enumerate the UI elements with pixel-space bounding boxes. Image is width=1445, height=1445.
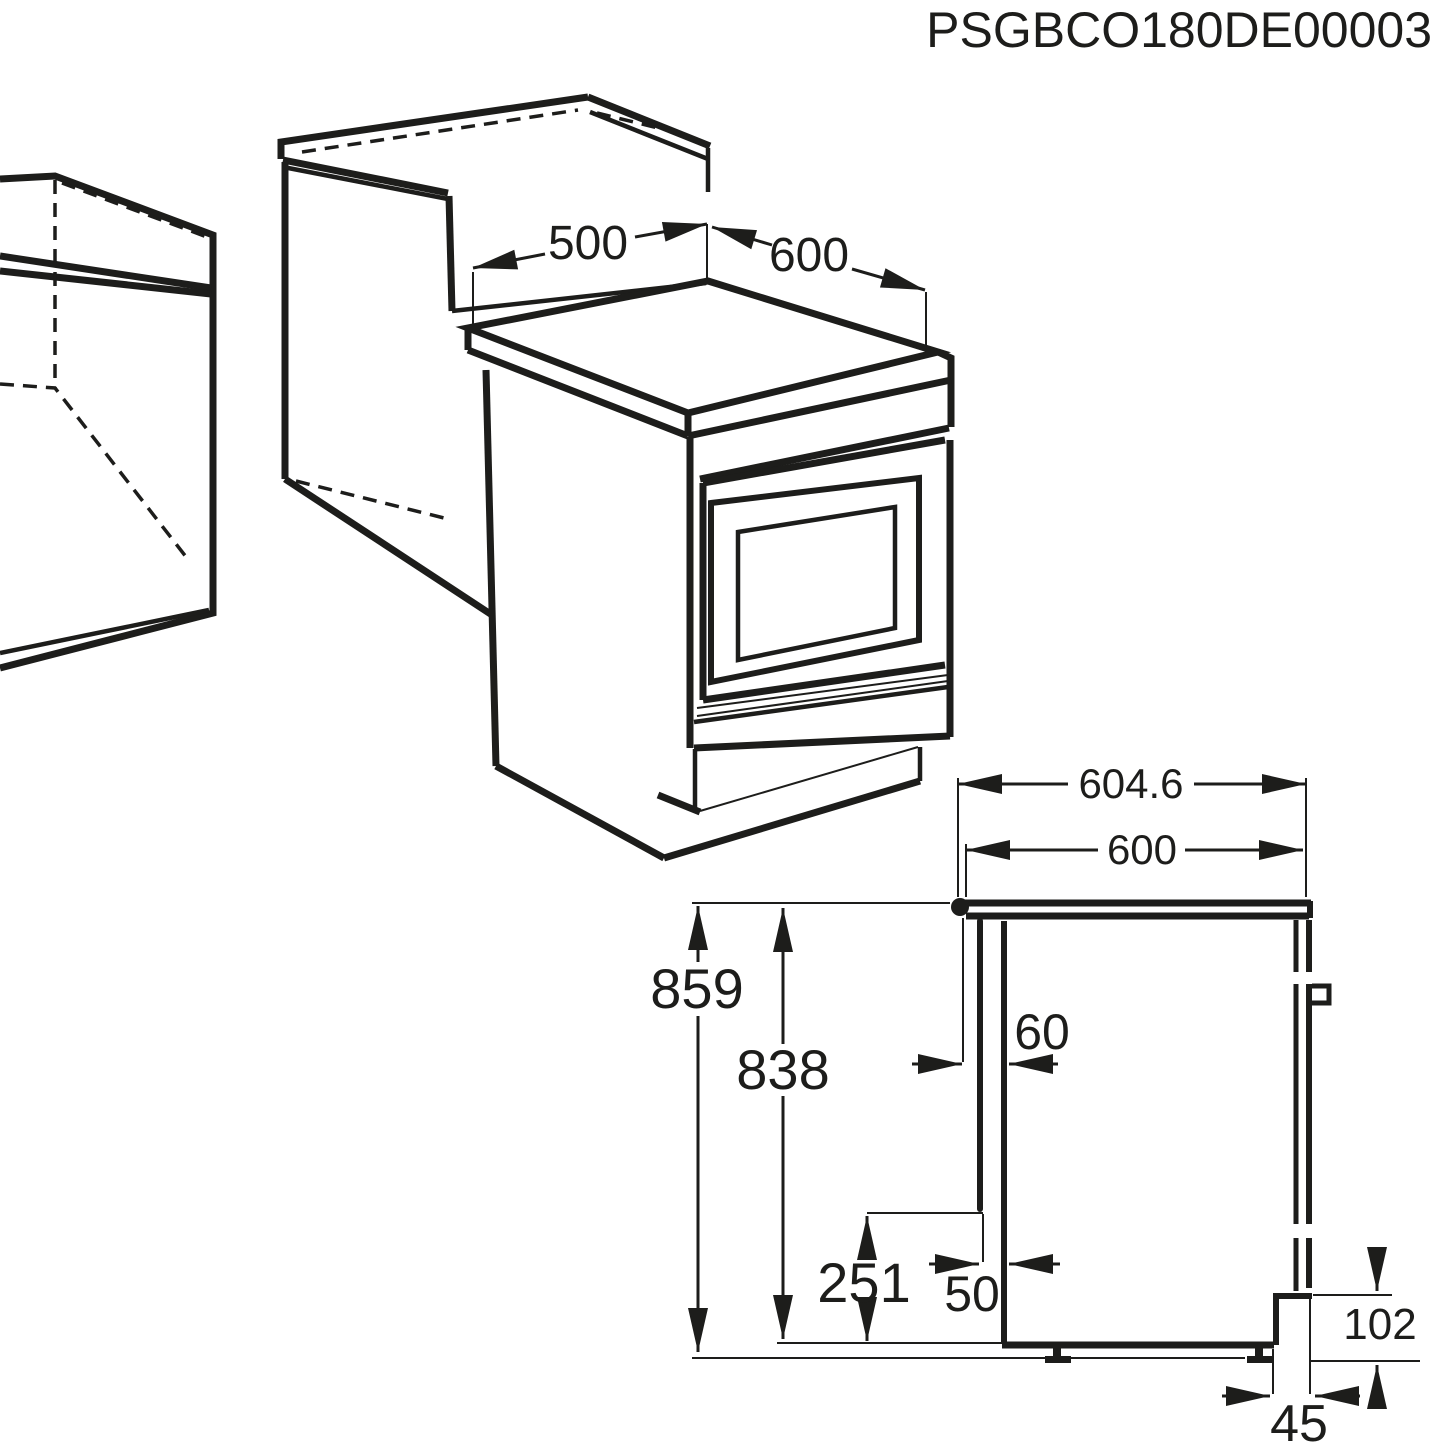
side-rear-panel — [977, 918, 1007, 1344]
storage-drawer — [693, 674, 951, 752]
door-handle — [1312, 983, 1332, 1006]
cooker-worktop — [455, 277, 955, 440]
side-dim-overall-height-label: 859 — [650, 957, 743, 1020]
cooker-side-view — [692, 778, 1420, 1394]
isometric-dimensions: 500 600 — [472, 217, 927, 353]
product-code: PSGBCO180DE00003 — [926, 2, 1432, 58]
oven-door — [699, 436, 954, 737]
cooker-body — [482, 369, 950, 862]
side-view-dimensions: 604.6 600 859 838 251 60 50 102 45 — [650, 760, 1416, 1445]
side-bottom — [1002, 1293, 1312, 1349]
side-dim-plinth-height-label: 102 — [1343, 1300, 1416, 1349]
adjustable-feet — [1045, 1345, 1273, 1363]
extension-lines — [692, 778, 1420, 1394]
iso-dim-width-label: 600 — [769, 229, 849, 282]
cabinet-left — [0, 172, 217, 672]
iso-dim-depth-label: 500 — [548, 217, 628, 270]
side-dim-plinth-depth-label: 45 — [1270, 1395, 1328, 1445]
side-dim-spacer-depth-label: 50 — [944, 1266, 1000, 1322]
side-worktop — [951, 898, 1313, 920]
cabinet-back — [277, 93, 712, 618]
side-dim-depth-label: 600 — [1107, 826, 1177, 873]
side-dim-rear-gap-label: 60 — [1014, 1004, 1070, 1060]
oven-door-window-inner — [735, 504, 898, 663]
cooker-plinth — [656, 746, 923, 862]
cooker-isometric — [455, 277, 955, 862]
side-dim-overall-depth-label: 604.6 — [1078, 760, 1183, 807]
side-dim-body-height-label: 838 — [736, 1038, 829, 1101]
side-front-panels — [1293, 920, 1332, 1291]
side-dim-rear-clearance-label: 251 — [817, 1251, 910, 1314]
oven-door-window-outer — [708, 474, 922, 686]
